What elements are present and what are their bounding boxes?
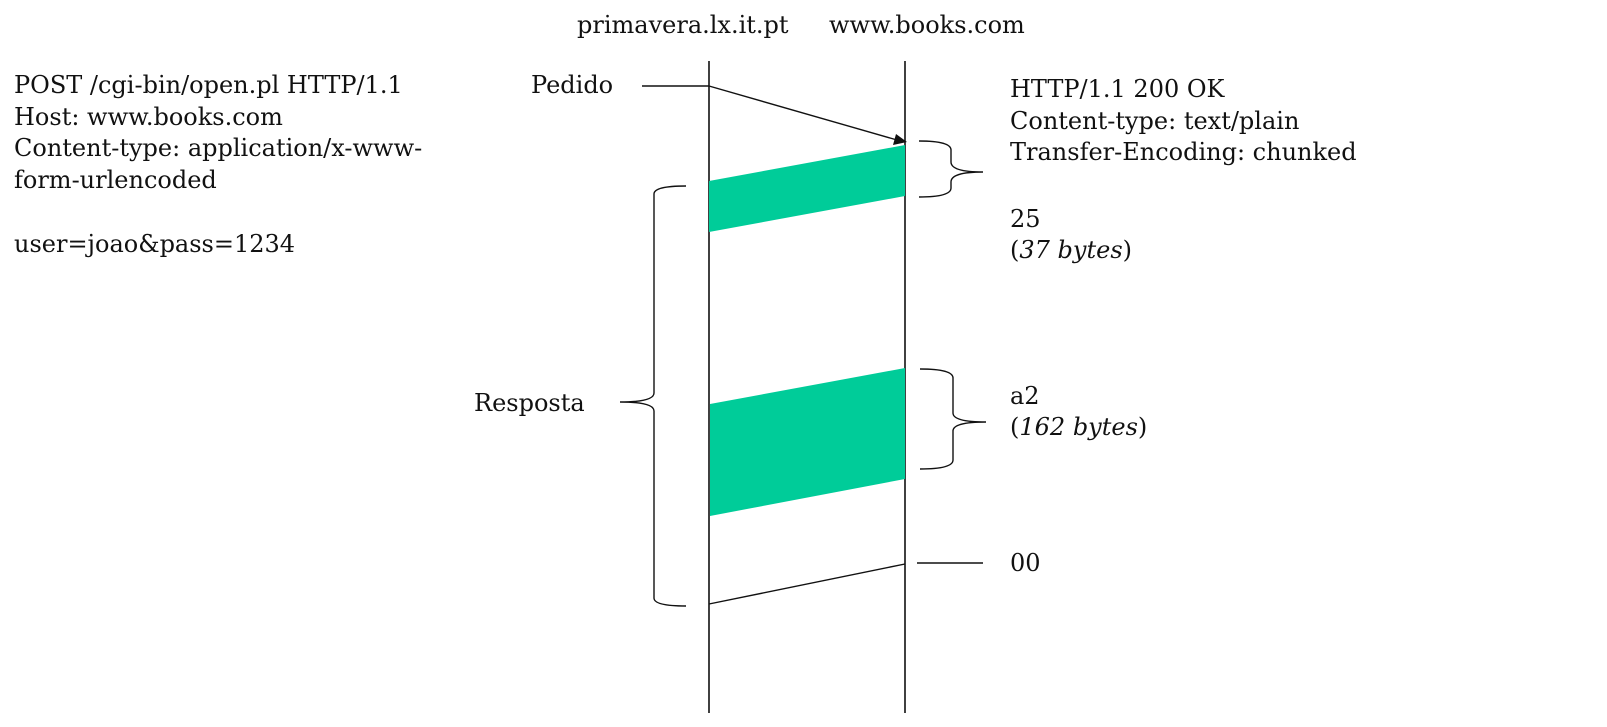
request-content-type-header: Content-type: application/x-www- (14, 134, 423, 162)
response-brace (619, 185, 687, 607)
chunk-2-annotation: a2 (162 bytes) (1010, 381, 1147, 443)
request-blank-line (14, 196, 422, 229)
headers-brace (918, 140, 984, 198)
request-line: POST /cgi-bin/open.pl HTTP/1.1 (14, 71, 403, 99)
chunk-1-annotation: 25 (37 bytes) (1010, 204, 1132, 266)
request-label: Pedido (531, 71, 614, 99)
request-arrow (708, 85, 898, 141)
chunk-3-size-hex: 00 (1010, 549, 1041, 577)
response-status-line: HTTP/1.1 200 OK (1010, 75, 1225, 103)
chunk-2-size-bytes: (162 bytes) (1010, 413, 1148, 441)
chunk-band-headers-and-first (709, 145, 905, 232)
client-host-label: primavera.lx.it.pt (577, 11, 789, 39)
response-transfer-encoding-header: Transfer-Encoding: chunked (1010, 138, 1357, 166)
chunk-2-size-hex: a2 (1010, 382, 1040, 410)
request-body: user=joao&pass=1234 (14, 230, 296, 258)
server-host-label: www.books.com (829, 11, 1025, 39)
chunk-3-annotation: 00 (1010, 548, 1041, 579)
request-content-type-continuation: form-urlencoded (14, 165, 217, 194)
response-content-type-header: Content-type: text/plain (1010, 106, 1300, 135)
request-arrowhead (893, 134, 907, 145)
chunk-1-size-hex: 25 (1010, 205, 1041, 233)
chunk-brace (919, 368, 987, 470)
response-label: Resposta (474, 389, 585, 417)
http-response-headers: HTTP/1.1 200 OK Content-type: text/plain… (1010, 74, 1357, 169)
http-request: POST /cgi-bin/open.pl HTTP/1.1 Host: www… (14, 70, 422, 261)
request-host-header: Host: www.books.com (14, 102, 283, 131)
chunk-1-size-bytes: (37 bytes) (1010, 236, 1133, 264)
chunk-band-second (710, 368, 905, 516)
last-chunk-line (708, 563, 906, 605)
